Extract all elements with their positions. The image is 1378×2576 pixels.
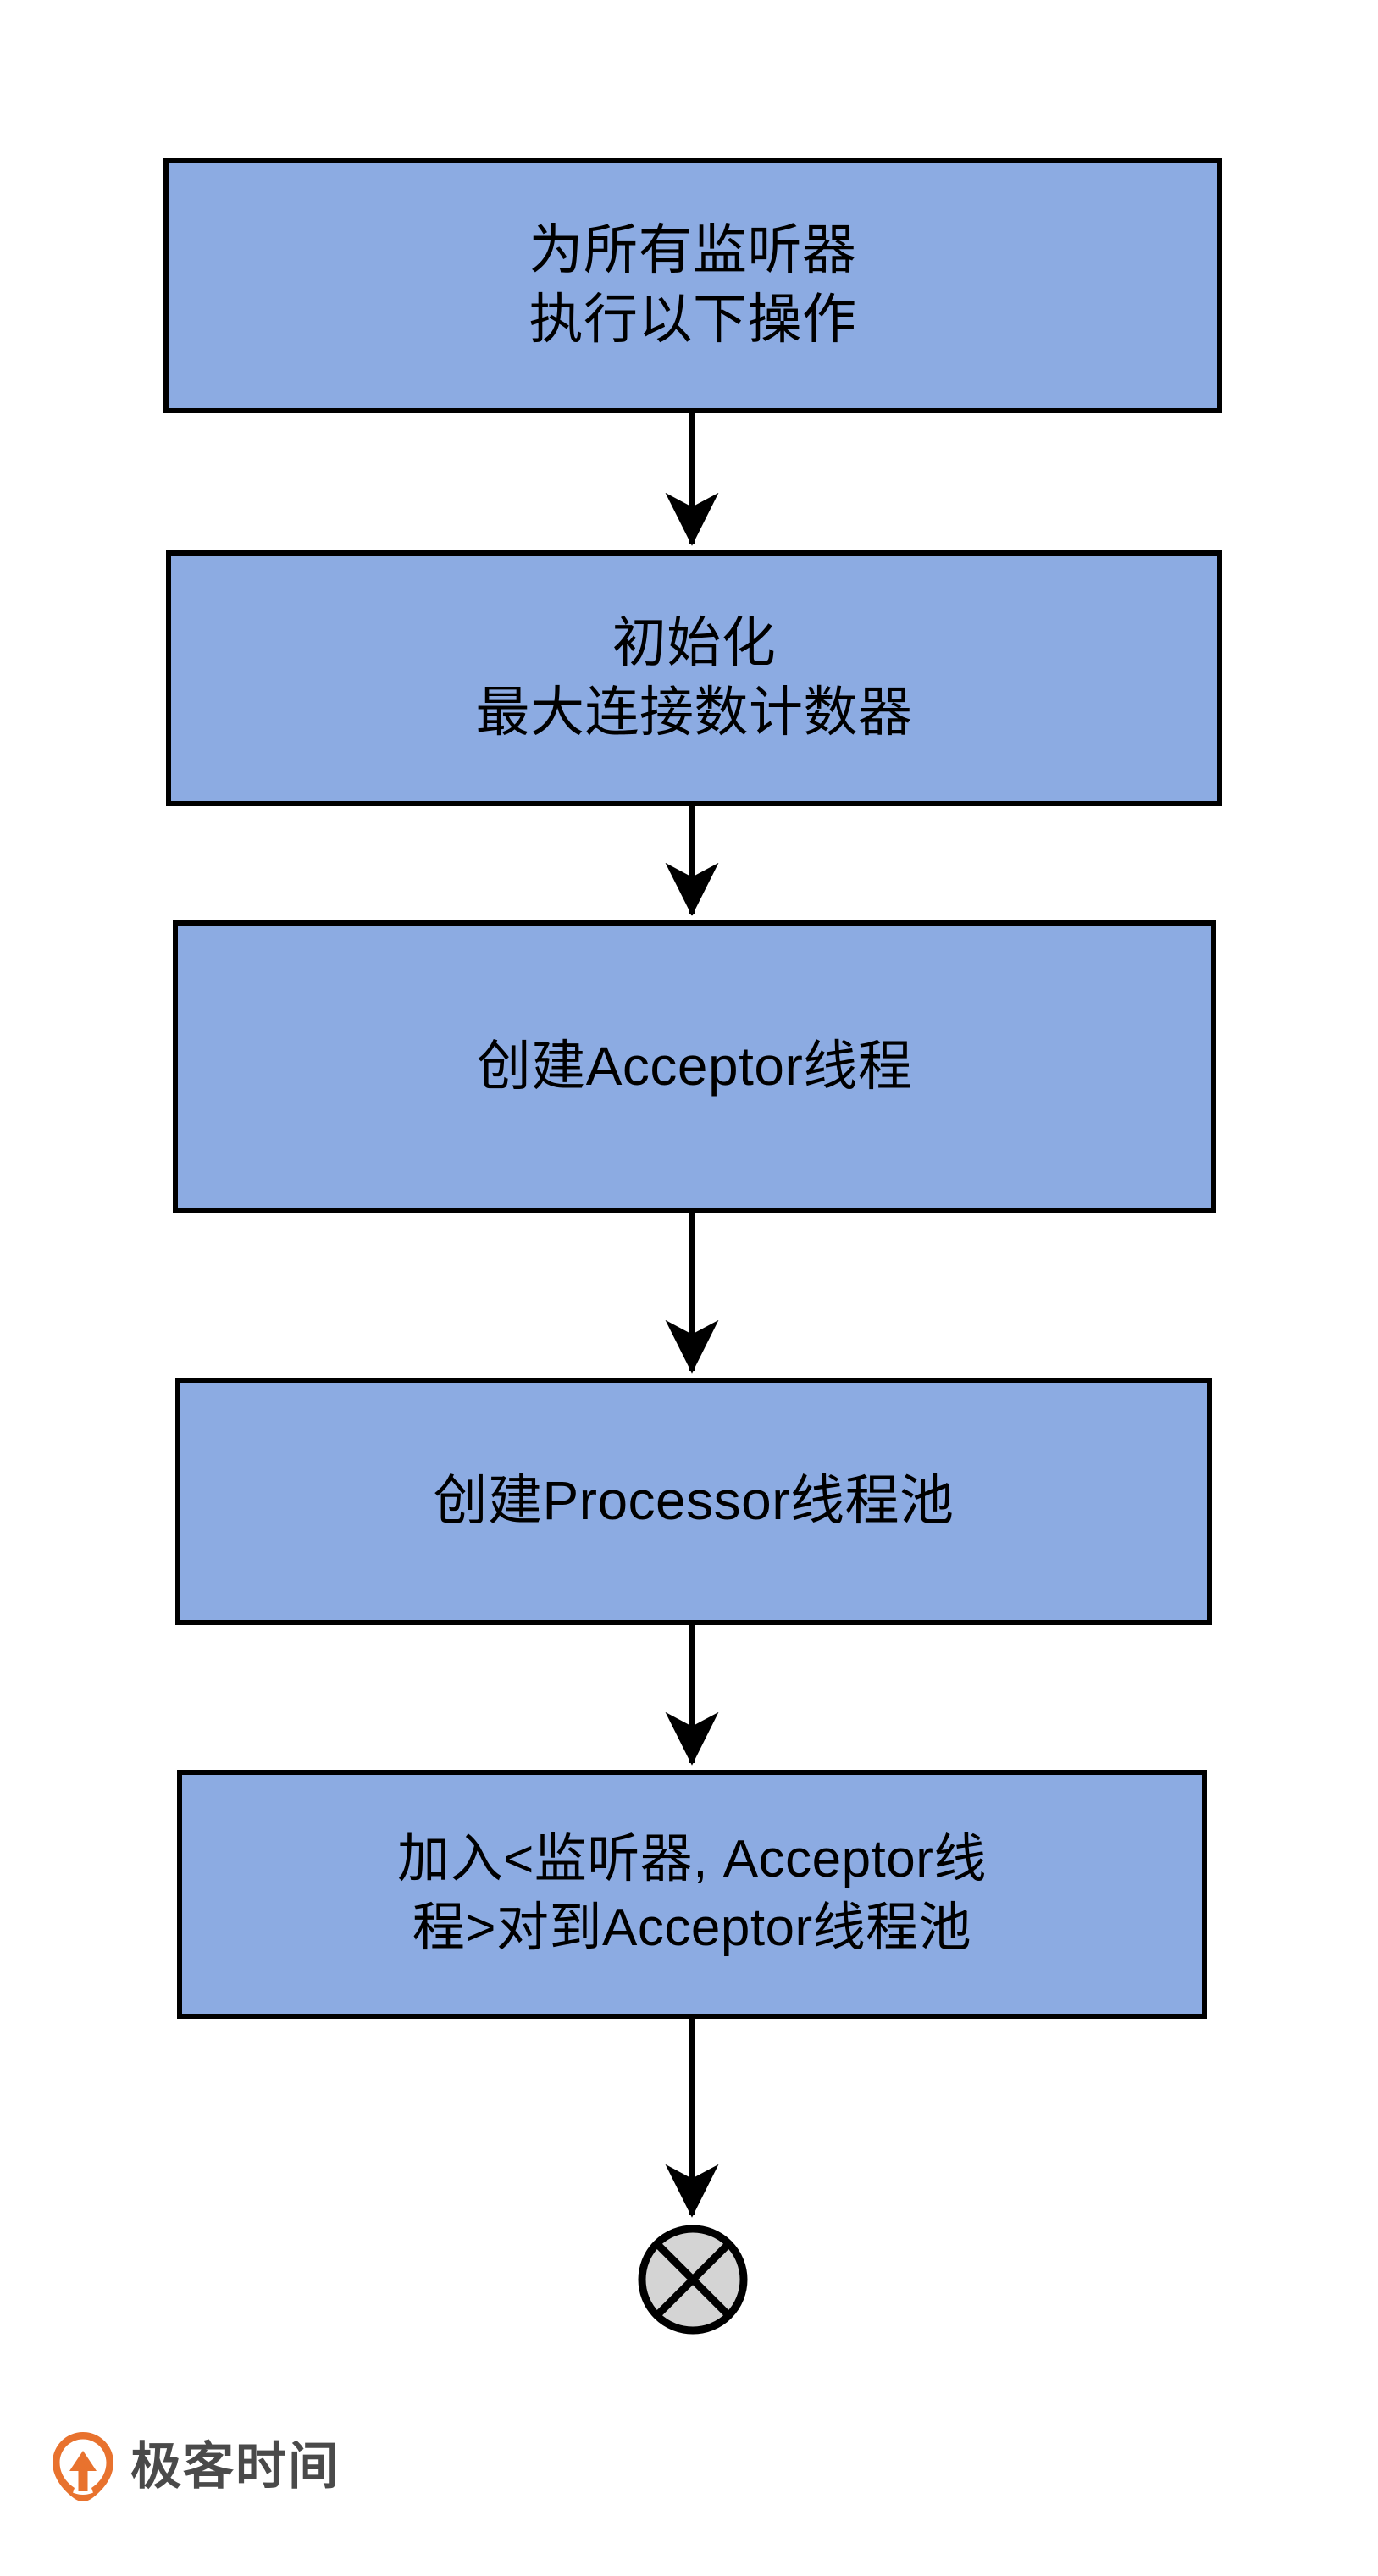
process-node-label: 初始化 最大连接数计数器	[475, 612, 913, 743]
process-node-label: 为所有监听器 执行以下操作	[529, 219, 857, 350]
process-node-add-listener-acceptor-pair[interactable]: 加入<监听器, Acceptor线 程>对到Acceptor线程池	[177, 1770, 1207, 2019]
geektime-pin-icon	[53, 2432, 113, 2501]
process-node-create-acceptor-thread[interactable]: 创建Acceptor线程	[173, 920, 1216, 1213]
brand-name: 极客时间	[130, 2437, 340, 2496]
process-node-init-max-connection-counter[interactable]: 初始化 最大连接数计数器	[166, 550, 1222, 806]
process-node-for-each-listener[interactable]: 为所有监听器 执行以下操作	[163, 158, 1222, 413]
terminator-x-stroke-2	[654, 2241, 732, 2319]
process-node-label: 加入<监听器, Acceptor线 程>对到Acceptor线程池	[397, 1830, 987, 1957]
process-node-label: 创建Acceptor线程	[476, 1036, 913, 1097]
process-node-create-processor-thread-pool[interactable]: 创建Processor线程池	[175, 1378, 1212, 1625]
end-terminator-node[interactable]	[635, 2222, 750, 2337]
process-node-label: 创建Processor线程池	[433, 1470, 955, 1532]
brand-watermark: 极客时间	[53, 2432, 340, 2501]
